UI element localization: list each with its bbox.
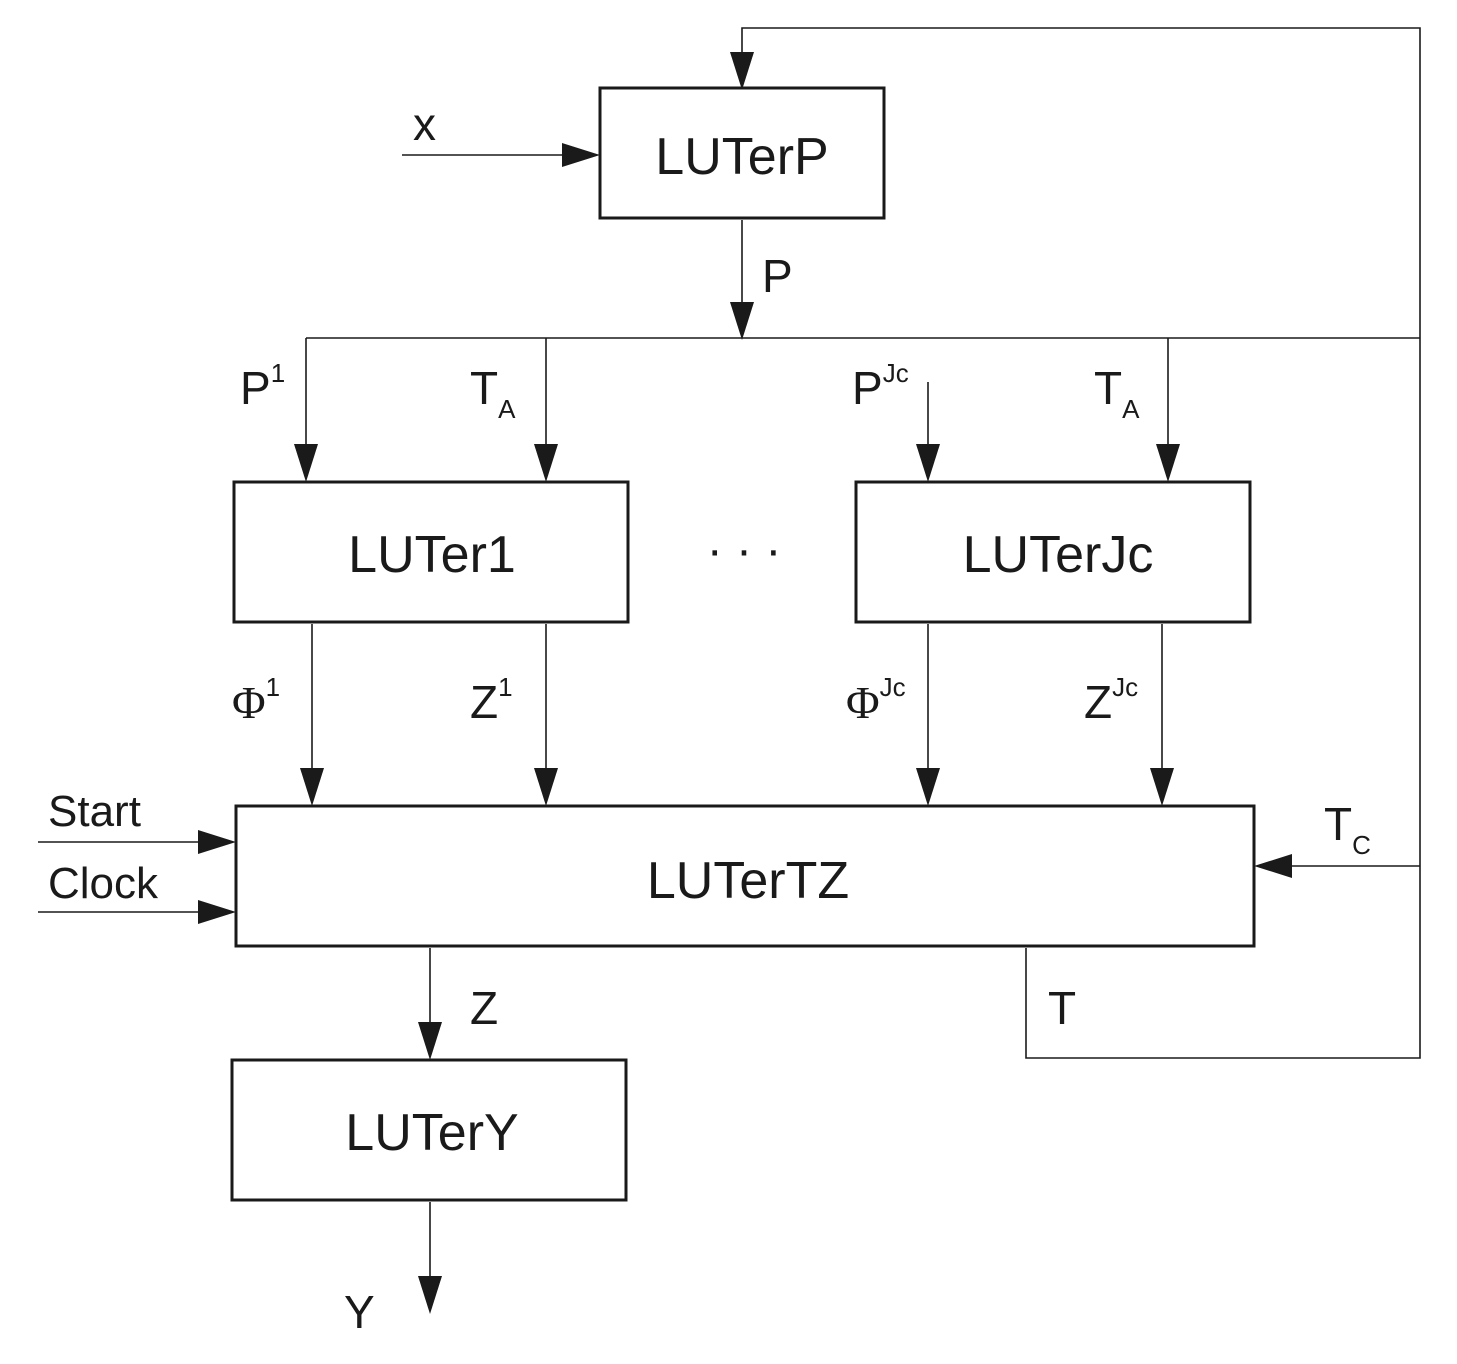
arrow-ta-right	[1156, 444, 1180, 482]
block-luter1: LUTer1	[232, 480, 630, 624]
block-luterp: LUTerP	[598, 86, 886, 220]
signal-ta-left-sub: A	[498, 394, 516, 424]
block-lutery: LUTerY	[230, 1058, 628, 1202]
signal-phi1: Φ1	[232, 672, 280, 728]
signal-p1: P1	[240, 358, 285, 414]
signal-zjc-sup: Jc	[1112, 672, 1138, 702]
arrow-y	[418, 1276, 442, 1314]
arrow-p	[730, 302, 754, 340]
signal-ta-left-base: T	[470, 362, 498, 414]
arrow-zjc	[1150, 768, 1174, 806]
signal-tc-sub: C	[1352, 830, 1371, 860]
signal-phi1-sup: 1	[266, 672, 280, 702]
arrow-pjc	[916, 444, 940, 482]
signal-t: T	[1048, 982, 1076, 1034]
arrow-tc	[1254, 854, 1292, 878]
signal-phijc: ΦJc	[846, 672, 906, 728]
arrowheads	[198, 52, 1292, 1314]
block-luterjc: LUTerJc	[854, 480, 1252, 624]
signal-tc: TC	[1324, 798, 1371, 860]
block-luterjc-label: LUTerJc	[963, 526, 1154, 584]
wire-feedback-top	[741, 27, 1421, 1059]
signal-pjc-sup: Jc	[883, 358, 909, 388]
block-luter1-label: LUTer1	[348, 526, 516, 584]
arrow-z1	[534, 768, 558, 806]
arrow-ta-left	[534, 444, 558, 482]
block-lutertz-label: LUTerTZ	[647, 852, 849, 910]
arrow-phijc	[916, 768, 940, 806]
signal-z: Z	[470, 982, 498, 1034]
arrow-z	[418, 1022, 442, 1060]
signal-z1-sup: 1	[498, 672, 512, 702]
signal-p1-base: P	[240, 362, 271, 414]
arrow-clock	[198, 900, 236, 924]
signal-ta-left: TA	[470, 362, 516, 424]
signal-pjc-base: P	[852, 362, 883, 414]
signal-x: x	[413, 98, 436, 150]
signal-p1-sup: 1	[271, 358, 285, 388]
arrow-into-luterp-top	[730, 52, 754, 90]
signal-p: P	[762, 250, 793, 302]
signal-pjc: PJc	[852, 358, 909, 414]
signal-phijc-base: Φ	[846, 677, 880, 728]
signal-clock: Clock	[48, 859, 159, 908]
block-lutertz: LUTerTZ	[234, 804, 1256, 948]
signal-zjc-base: Z	[1084, 676, 1112, 728]
block-lutery-label: LUTerY	[345, 1104, 518, 1162]
signal-zjc: ZJc	[1084, 672, 1138, 728]
ellipsis: · · ·	[707, 524, 782, 577]
signal-tc-base: T	[1324, 798, 1352, 850]
arrow-x	[562, 143, 600, 167]
signal-ta-right-sub: A	[1122, 394, 1140, 424]
signal-y: Y	[344, 1286, 375, 1338]
signal-phi1-base: Φ	[232, 677, 266, 728]
signal-start: Start	[48, 787, 141, 836]
signal-z1: Z1	[470, 672, 513, 728]
wires	[38, 27, 1421, 1286]
arrow-p1	[294, 444, 318, 482]
signal-ta-right: TA	[1094, 362, 1140, 424]
signal-ta-right-base: T	[1094, 362, 1122, 414]
block-luterp-label: LUTerP	[655, 128, 828, 186]
signal-z1-base: Z	[470, 676, 498, 728]
signal-phijc-sup: Jc	[880, 672, 906, 702]
arrow-start	[198, 830, 236, 854]
arrow-phi1	[300, 768, 324, 806]
